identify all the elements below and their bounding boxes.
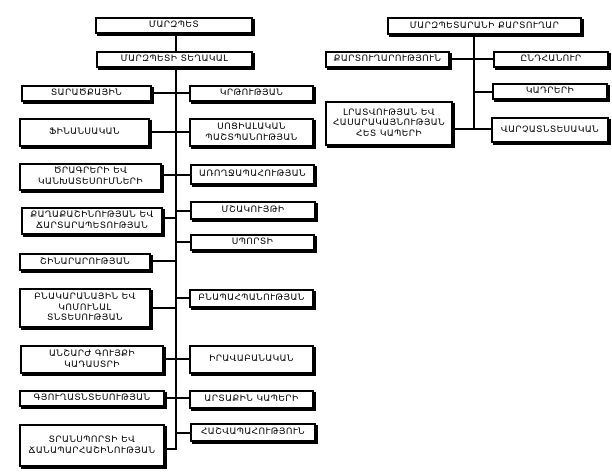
node-healthcare: ԱՌՈՂՋԱՊԱՀՈՒԹՅԱՆ [190,164,315,185]
node-social-protection: ՍՈՑԻԱԼԱԿԱՆ ՊԱՇՏՊԱՆՈՒԹՅԱՆ [189,118,314,147]
node-general: ԸՆԴՀԱՆՈՒՐ [493,51,609,68]
node-transport-road-construction: ՏՐԱՆՍՊՈՐՏԻ ԵՎ ՃԱՆԱՊԱՐՀԱՇԻՆՈՒԹՅԱՆ [19,424,165,467]
node-personnel: ԿԱԴՐԵՐԻ [492,83,608,100]
node-agriculture: ԳՅՈՒՂԱՏՆՏԵՍՈՒԹՅԱՆ [19,390,165,407]
node-external-relations: ԱՐՏԱՔԻՆ ԿԱՊԵՐԻ [189,390,314,409]
node-education: ԿՐԹՈՒԹՅԱՆ [189,85,314,102]
node-secretariat: ՔԱՐՏՈՒՂԱՐՈՒԹՅՈՒՆ [325,51,450,68]
node-urban-development-architecture: ՔԱՂԱՔԱՇԻՆՈՒԹՅԱՆ ԵՎ ՃԱՐՏԱՐԱՊԵՏՈՒԹՅԱՆ [21,207,163,235]
node-sport: ՍՊՈՐՏԻ [190,234,315,251]
node-programs-forecasts: ԾՐԱԳՐԵՐԻ ԵՎ ԿԱՆԽԱՏԵՍՈՒՄՆԵՐԻ [19,163,162,191]
node-construction: ՇԻՆԱՐԱՐՈՒԹՅԱՆ [19,253,151,271]
node-real-estate-cadastre: ԱՆՇԱՐԺ ԳՈՒՅՔԻ ԿԱԴԱՍՏՐԻ [20,345,164,374]
node-legal: ԻՐԱՎԱԲԱՆԱԿԱՆ [189,345,314,374]
node-accounting: ՀԱՇՎԱՊԱՀՈՒԹՅՈՒՆ [190,423,316,442]
node-financial: ՖԻՆԱՆՍԱԿԱՆ [19,118,150,147]
node-administrative-economic: ՎԱՐՉԱՏՆՏԵՍԱԿԱՆ [491,117,609,143]
node-governor: ՄԱՐԶՊԵՏ [95,17,253,34]
node-culture: ՄՇԱԿՈՒՅԹԻ [190,201,316,220]
node-housing-communal: ԲՆԱԿԱՐԱՆԱՅԻՆ ԵՎ ԿՈՄՈՒՆԱԼ ՏՆՏԵՍՈՒԹՅԱՆ [19,288,151,328]
node-media-public-relations: ԼՐԱՏՎՈՒԹՅԱՆ ԵՎ ՀԱՍԱՐԱԿԱՅՆՈՒԹՅԱՆ ՀԵՏ ԿԱՊԵ… [325,101,453,146]
node-environment: ԲՆԱՊԱՀՊԱՆՈՒԹՅԱՆ [189,289,314,308]
node-territorial: ՏԱՐԱԾՔԱՅԻՆ [21,85,152,102]
node-deputy-governor: ՄԱՐԶՊԵՏԻ ՏԵՂԱԿԱԼ [96,51,253,68]
node-marzpetaran-secretary: ՄԱՐԶՊԵՏԱՐԱՆԻ ՔԱՐՏՈՒՂԱՐ [387,17,582,35]
